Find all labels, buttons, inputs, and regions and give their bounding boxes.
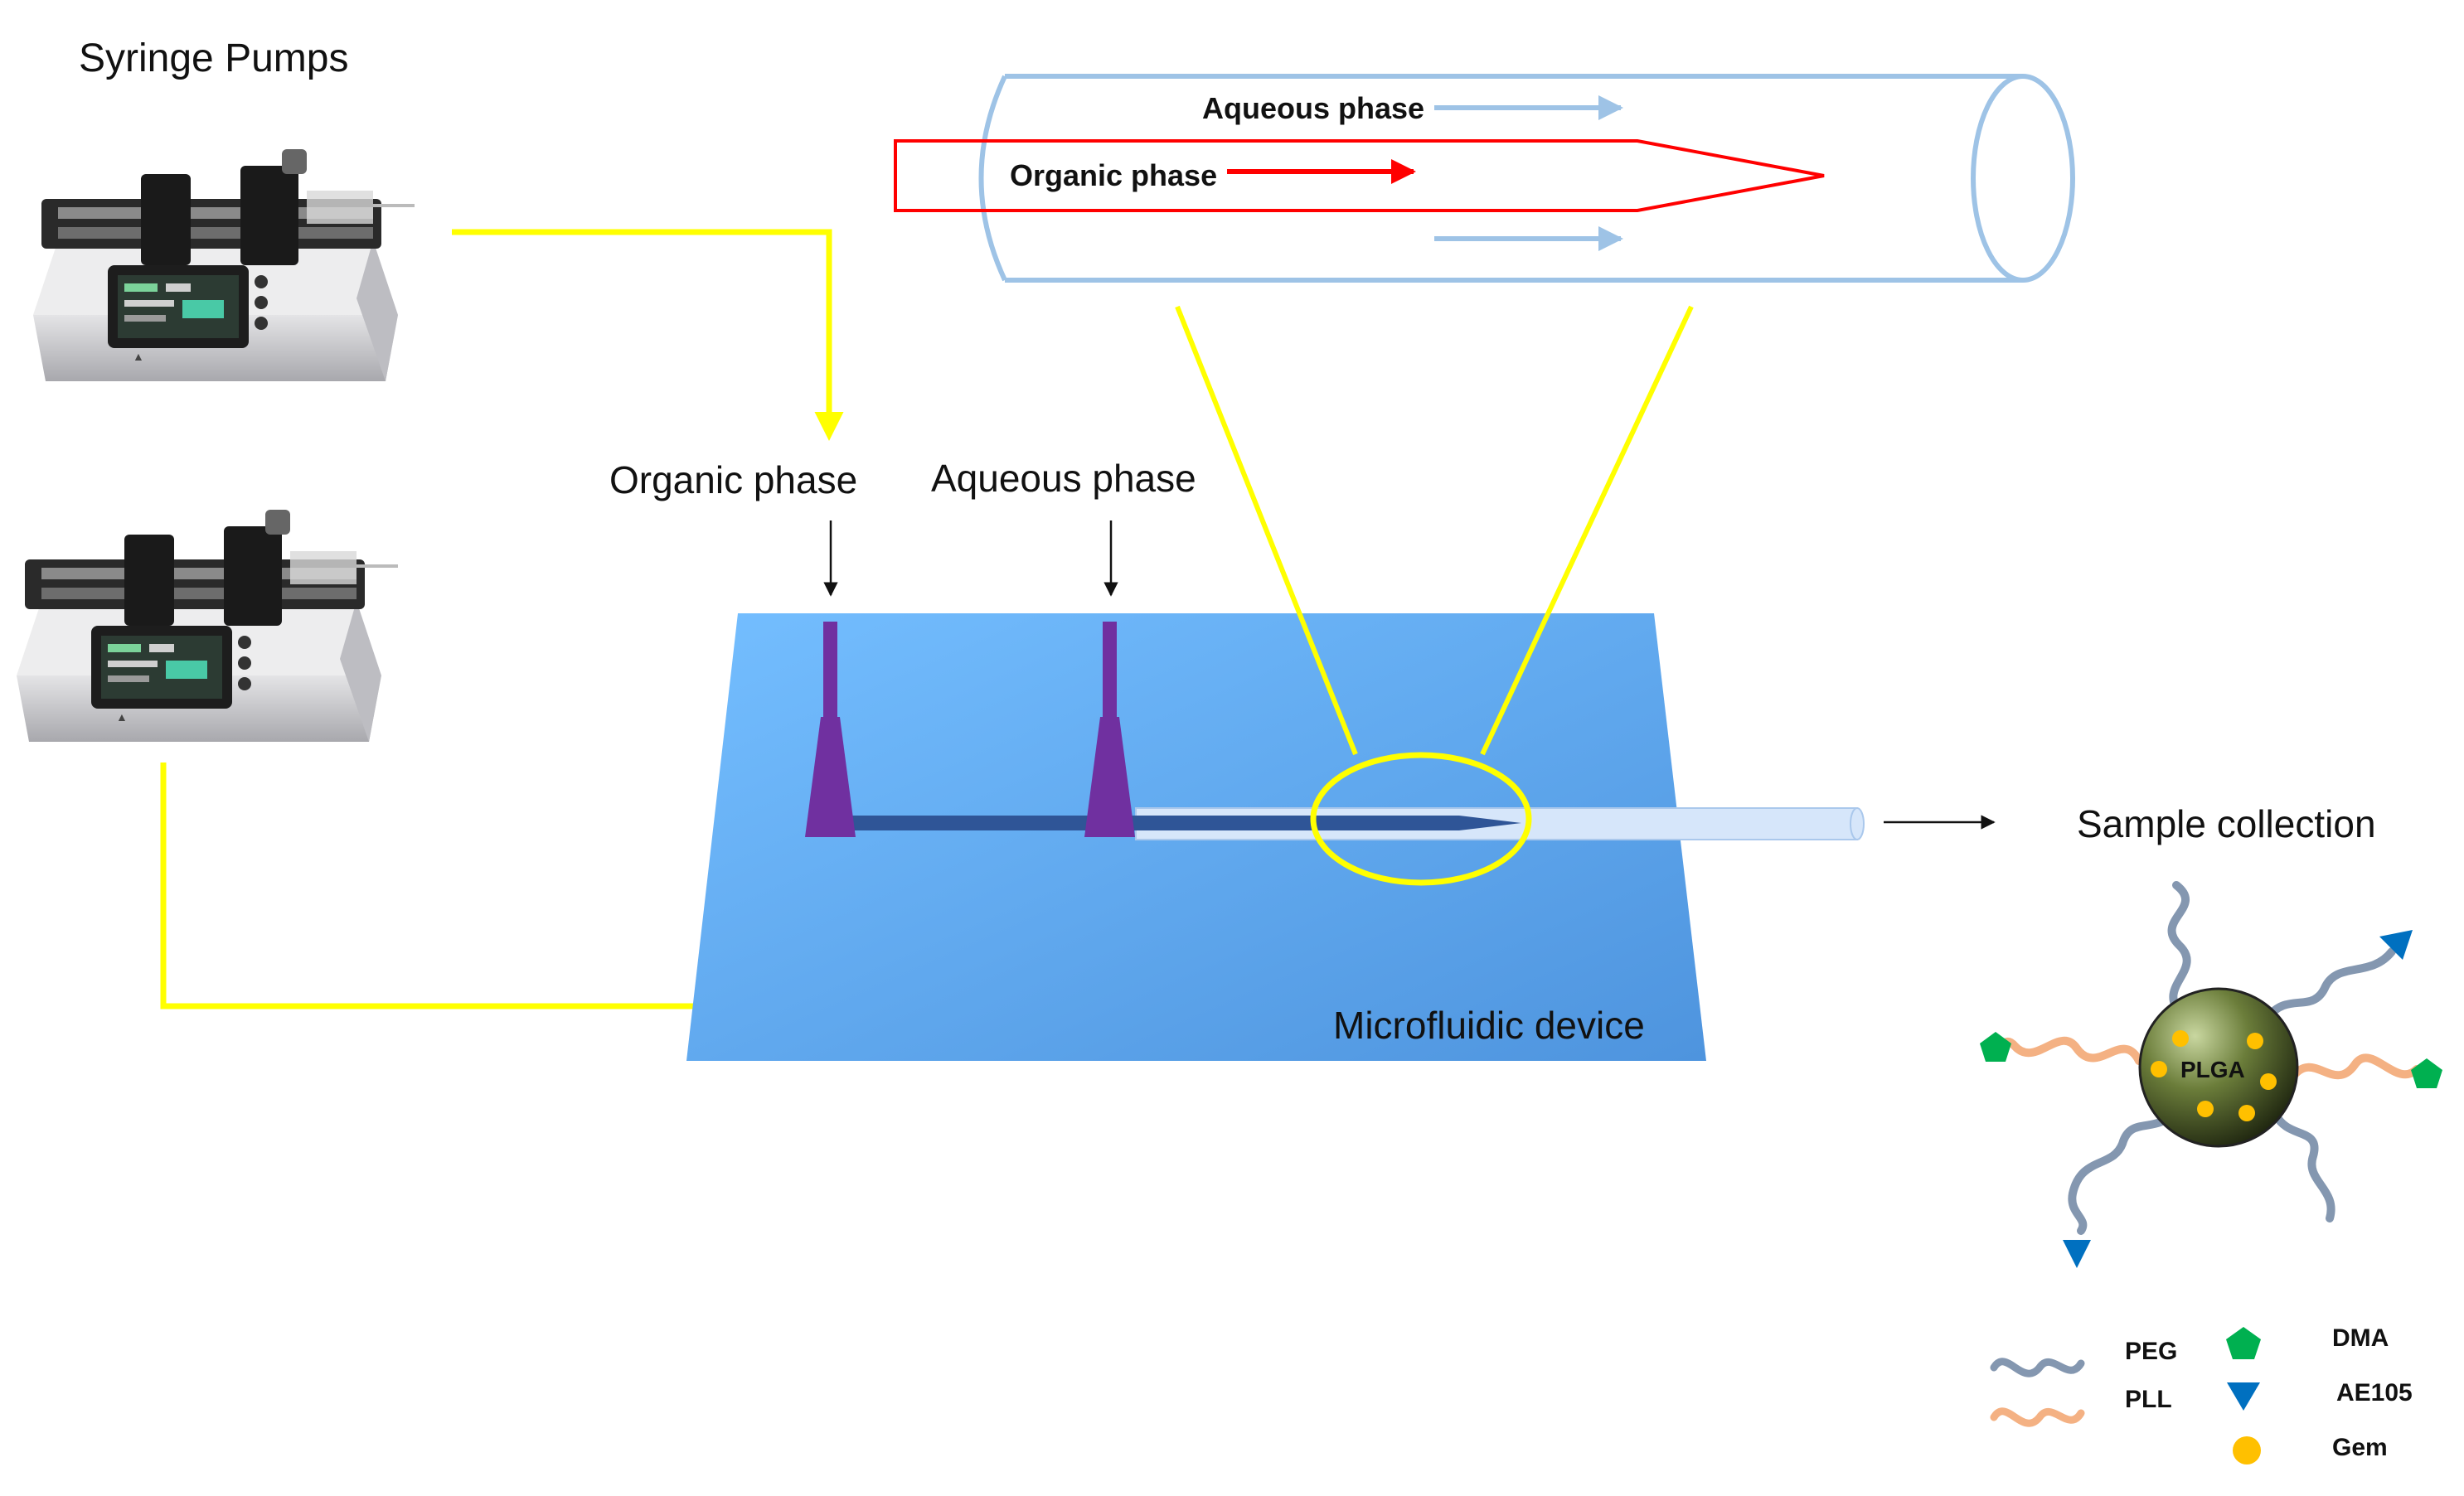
zoom-connector-left xyxy=(1175,305,1358,756)
nanoparticle-icon: PLGA xyxy=(1980,881,2442,1268)
syringe-pump-bottom-icon xyxy=(15,508,400,743)
organic-phase-label: Organic phase xyxy=(609,458,857,501)
organic-jet xyxy=(894,139,1825,212)
legend-gem-label: Gem xyxy=(2332,1434,2388,1461)
syringe-pump-top-icon xyxy=(32,148,416,383)
main-channel xyxy=(850,816,1136,830)
zoom-connector-right xyxy=(1480,305,1694,756)
plga-label: PLGA xyxy=(2180,1057,2245,1082)
organic-feed-line xyxy=(452,229,844,441)
aqueous-inlet-port xyxy=(1084,622,1135,837)
sample-collection-label: Sample collection xyxy=(2077,802,2376,845)
zoom-organic-label: Organic phase xyxy=(1010,158,1217,192)
microfluidic-device-label: Microfluidic device xyxy=(1333,1004,1645,1047)
focused-stream xyxy=(1136,816,1521,830)
zoom-aqueous-label: Aqueous phase xyxy=(1202,91,1424,125)
legend-pll-label: PLL xyxy=(2125,1386,2172,1413)
focus-ellipse xyxy=(1310,752,1532,886)
legend-ae105-icon xyxy=(2227,1382,2260,1411)
legend-pll-icon xyxy=(1990,1407,2085,1427)
legend-dma-icon xyxy=(2226,1327,2261,1359)
syringe-pumps-label: Syringe Pumps xyxy=(79,36,348,80)
legend-gem-icon xyxy=(2233,1436,2261,1465)
organic-inlet-port xyxy=(805,622,856,837)
legend-dma-label: DMA xyxy=(2332,1324,2389,1352)
legend-peg-icon xyxy=(1990,1358,2085,1377)
legend-ae105-label: AE105 xyxy=(2336,1379,2413,1406)
zoom-tube xyxy=(978,74,2075,283)
aqueous-phase-label: Aqueous phase xyxy=(931,457,1196,500)
legend: PEG PLL DMA AE105 Gem xyxy=(1990,1324,2413,1465)
legend-peg-label: PEG xyxy=(2125,1338,2177,1365)
